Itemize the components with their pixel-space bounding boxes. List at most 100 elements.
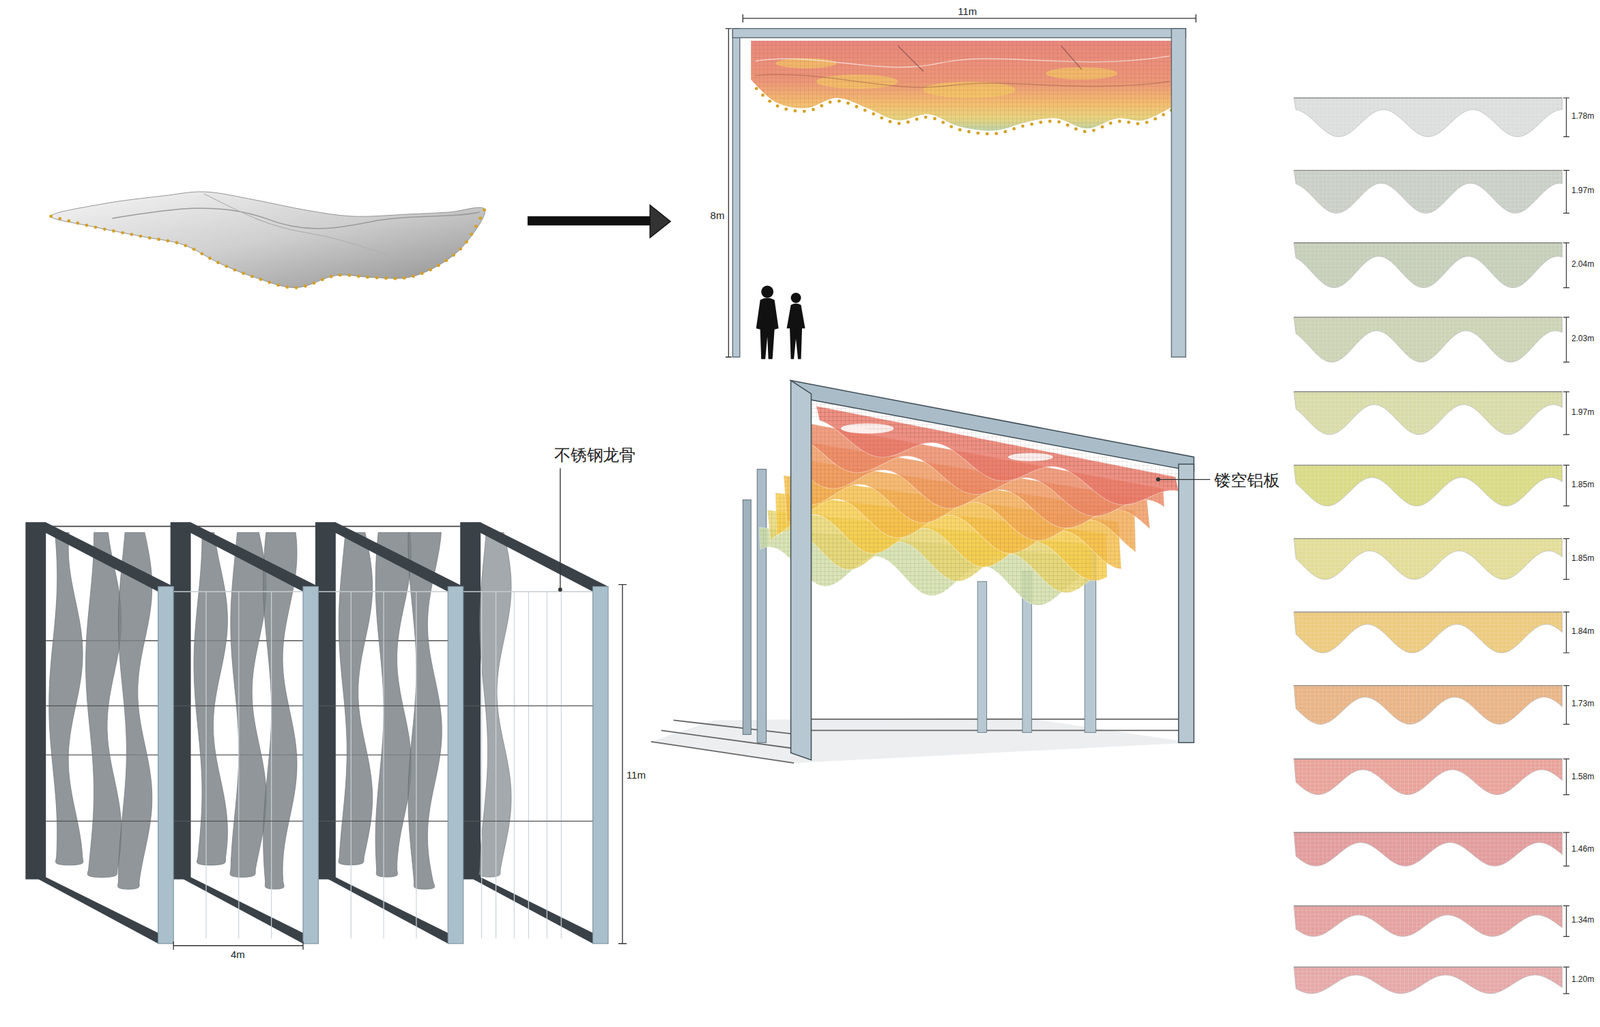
- edge-dot: [1057, 120, 1061, 124]
- frame-post: [1171, 28, 1186, 357]
- panel-top-edge: [1294, 464, 1563, 466]
- dimension-label: 11m: [626, 769, 646, 781]
- grid-line: [350, 591, 352, 939]
- height-label: 1.85m: [1571, 554, 1594, 564]
- edge-dot: [320, 277, 325, 282]
- grid-line: [546, 591, 548, 939]
- frame-beam: [791, 380, 1194, 472]
- grid-line: [415, 591, 417, 939]
- leader-line: [1158, 479, 1211, 480]
- part-label: 不锈钢龙骨: [554, 446, 637, 465]
- person-body: [756, 298, 779, 360]
- perspective-view: [651, 380, 1211, 764]
- wavy-panel: [118, 532, 153, 890]
- panel-strip: [1294, 905, 1563, 937]
- frame-diagonal: [315, 872, 464, 945]
- edge-dot: [285, 285, 289, 289]
- edge-dot: [111, 229, 116, 233]
- dimension-bracket: [1563, 243, 1570, 289]
- arrow-head: [649, 204, 671, 238]
- surface-form: [49, 191, 487, 290]
- edge-dot: [1092, 129, 1096, 133]
- panel-mesh: [1294, 759, 1563, 795]
- panel-top-edge: [1294, 905, 1563, 907]
- edge-dot: [994, 131, 998, 136]
- edge-dot: [183, 243, 188, 248]
- edge-dot: [1145, 120, 1149, 125]
- panel-mesh: [1294, 905, 1563, 937]
- dimension-line: [173, 941, 304, 951]
- dimension-label: 8m: [710, 209, 725, 221]
- edge-dot: [1030, 122, 1034, 127]
- frame-front-post: [158, 587, 174, 945]
- frame-front-post: [447, 587, 463, 945]
- surface-shape: [51, 191, 486, 289]
- panel-mesh: [1294, 832, 1563, 867]
- edge-dot: [365, 275, 370, 280]
- edge-dot: [156, 237, 161, 241]
- panel-mesh: [1294, 243, 1563, 289]
- edge-dot: [241, 271, 246, 276]
- panel-top-edge: [1294, 391, 1563, 392]
- frame-back-post: [25, 522, 46, 880]
- dimension-bracket: [1563, 832, 1570, 867]
- edge-dot: [819, 104, 824, 108]
- edge-dot: [482, 208, 487, 212]
- height-label: 2.03m: [1571, 335, 1594, 345]
- grid-line: [481, 591, 482, 939]
- wavy-panel: [193, 532, 228, 866]
- edge-dot: [233, 268, 237, 272]
- edge-dot: [85, 223, 89, 228]
- edge-dot: [793, 109, 798, 113]
- edge-dot: [933, 117, 937, 121]
- edge-dot: [1083, 129, 1087, 134]
- grid-line: [205, 591, 207, 939]
- grid-line: [561, 591, 562, 939]
- edge-dot: [985, 132, 990, 136]
- panel-top-edge: [1294, 242, 1563, 244]
- dimension-bracket: [1563, 391, 1570, 435]
- dimension-bracket: [1563, 612, 1570, 654]
- panel-strip: [1294, 465, 1563, 507]
- surface-fold: [204, 193, 388, 256]
- panel-strip: [1294, 759, 1563, 795]
- panel-strip: [1294, 686, 1563, 725]
- height-label: 1.78m: [1571, 112, 1594, 122]
- edge-dot: [871, 111, 876, 116]
- edge-dot: [103, 227, 107, 231]
- guide-curve: [51, 208, 485, 288]
- edge-dot: [444, 258, 448, 263]
- frame-diagonal: [460, 522, 609, 592]
- leader-dot: [1156, 477, 1161, 482]
- edge-dot: [1100, 125, 1104, 130]
- framework-view: [25, 468, 626, 951]
- edge-dot: [356, 274, 361, 278]
- edge-dot: [967, 130, 971, 134]
- dimension-line: [618, 584, 627, 945]
- panel-strip: [1294, 170, 1563, 214]
- floor-shadow: [651, 717, 1192, 764]
- edge-dot: [192, 247, 196, 252]
- panel-mesh: [1294, 686, 1563, 725]
- back-post: [742, 500, 751, 736]
- edge-dot: [802, 109, 807, 114]
- edge-dot: [811, 107, 816, 112]
- height-label: 1.73m: [1571, 700, 1594, 710]
- frame-diagonal: [25, 872, 174, 945]
- edge-dot: [294, 286, 299, 290]
- edge-dot: [49, 215, 53, 219]
- panel-top-edge: [1294, 966, 1563, 968]
- wavy-panel: [408, 532, 442, 890]
- panel-top-edge: [1294, 97, 1563, 99]
- edge-dot: [941, 120, 945, 125]
- edge-dot: [451, 253, 456, 257]
- height-label: 1.34m: [1571, 916, 1594, 926]
- edge-dot: [478, 216, 482, 220]
- edge-dot: [165, 239, 170, 244]
- dimension-bracket: [1563, 170, 1570, 214]
- edge-dot: [458, 247, 463, 251]
- edge-dot: [897, 122, 902, 126]
- panel-mesh: [1294, 98, 1563, 138]
- panel-mesh: [1294, 391, 1563, 435]
